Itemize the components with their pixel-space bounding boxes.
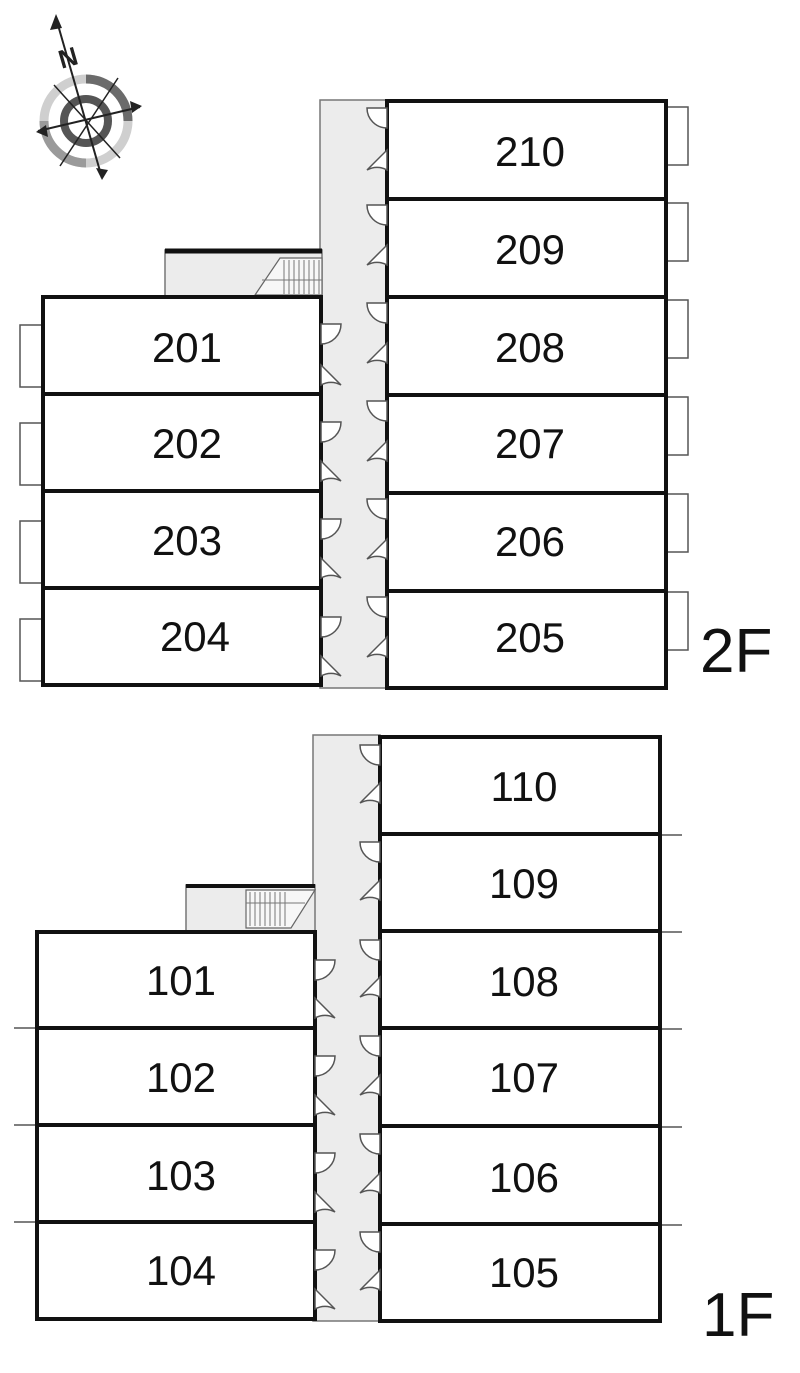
- room-202[interactable]: 202: [41, 392, 323, 493]
- room-number: 107: [489, 1054, 559, 1101]
- room-102[interactable]: 102: [35, 1026, 317, 1127]
- room-number: 203: [152, 517, 222, 564]
- room-number: 210: [495, 128, 565, 175]
- room-number: 108: [489, 958, 559, 1005]
- balcony: [19, 618, 44, 682]
- room-101[interactable]: 101: [35, 930, 317, 1030]
- room-number: 106: [489, 1154, 559, 1201]
- balcony: [665, 106, 689, 166]
- floor-1f: 101 102 103 104: [14, 734, 774, 1350]
- window-icon: [14, 950, 38, 1295]
- staircase-2f-icon: [253, 257, 323, 296]
- room-103[interactable]: 103: [35, 1123, 317, 1224]
- room-110[interactable]: 110: [378, 735, 662, 836]
- balcony: [665, 493, 689, 553]
- room-203[interactable]: 203: [41, 489, 323, 590]
- room-number: 204: [160, 613, 230, 660]
- room-106[interactable]: 106: [378, 1124, 662, 1226]
- door-icon: [314, 959, 336, 1311]
- room-number: 102: [146, 1054, 216, 1101]
- room-number: 101: [146, 957, 216, 1004]
- balcony: [19, 520, 44, 584]
- balcony: [665, 299, 689, 359]
- floor-label-2f: 2F: [700, 617, 772, 686]
- floor-2f: 201 202 203 204: [19, 99, 772, 690]
- room-204[interactable]: 204: [41, 586, 323, 687]
- room-number: 206: [495, 518, 565, 565]
- room-number: 110: [491, 763, 558, 810]
- balcony: [665, 396, 689, 456]
- room-206[interactable]: 206: [385, 491, 668, 593]
- room-105[interactable]: 105: [378, 1222, 662, 1323]
- room-number: 202: [152, 420, 222, 467]
- room-104[interactable]: 104: [35, 1220, 317, 1321]
- room-109[interactable]: 109: [378, 832, 662, 933]
- door-icon: [359, 744, 381, 1292]
- room-number: 207: [495, 420, 565, 467]
- door-icon: [366, 107, 388, 659]
- corridor-1f: [312, 734, 381, 1322]
- room-number: 109: [489, 860, 559, 907]
- room-number: 105: [489, 1249, 559, 1296]
- room-number: 208: [495, 324, 565, 371]
- room-number: 209: [495, 226, 565, 273]
- room-number: 103: [146, 1152, 216, 1199]
- room-207[interactable]: 207: [385, 393, 668, 495]
- room-209[interactable]: 209: [385, 197, 668, 299]
- balcony: [19, 324, 44, 388]
- room-210[interactable]: 210: [385, 99, 668, 201]
- room-107[interactable]: 107: [378, 1026, 662, 1128]
- balcony: [665, 591, 689, 651]
- compass-north-label: N: [55, 41, 81, 75]
- balcony: [665, 202, 689, 262]
- room-number: 104: [146, 1247, 216, 1294]
- room-201[interactable]: 201: [41, 295, 323, 396]
- window-icon: [659, 750, 682, 1305]
- room-number: 201: [152, 324, 222, 371]
- room-205[interactable]: 205: [385, 589, 668, 690]
- room-number: 205: [495, 614, 565, 661]
- room-108[interactable]: 108: [378, 929, 662, 1030]
- floor-label-1f: 1F: [702, 1281, 774, 1350]
- balcony: [19, 422, 44, 486]
- room-208[interactable]: 208: [385, 295, 668, 397]
- compass-rose-icon: N: [36, 14, 142, 180]
- staircase-1f-icon: [245, 889, 317, 929]
- door-icon: [320, 323, 342, 678]
